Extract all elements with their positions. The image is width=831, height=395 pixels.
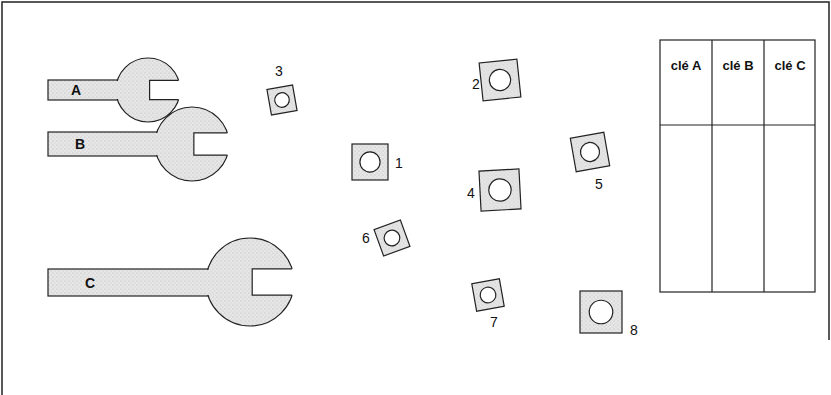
callout-number: 4 — [467, 186, 475, 201]
callout-number: 3 — [275, 64, 283, 79]
callout-number: 1 — [395, 156, 403, 171]
table-header: clé B — [721, 59, 755, 73]
callout-number: 7 — [490, 315, 498, 330]
table-header: clé A — [669, 59, 703, 73]
square-nut — [352, 144, 388, 180]
square-nut — [267, 85, 297, 115]
wrench — [48, 58, 186, 122]
square-nut — [570, 132, 609, 171]
callout-number: 8 — [630, 323, 638, 338]
callout-number: 5 — [595, 177, 603, 192]
square-nuts — [267, 59, 622, 333]
wrench-letter: C — [85, 276, 95, 291]
wrench-letter: A — [71, 83, 81, 98]
callout-number: 6 — [362, 231, 370, 246]
square-nut — [374, 220, 410, 256]
square-nut — [580, 291, 622, 333]
square-nut — [479, 169, 521, 211]
answer-table — [660, 40, 815, 292]
wrench — [48, 107, 235, 181]
wrench — [48, 238, 300, 326]
square-nut — [479, 59, 521, 101]
wrenches — [48, 58, 300, 326]
table-header: clé C — [773, 59, 807, 73]
square-nut — [472, 279, 504, 311]
callout-number: 2 — [472, 77, 480, 92]
wrench-letter: B — [75, 137, 85, 152]
